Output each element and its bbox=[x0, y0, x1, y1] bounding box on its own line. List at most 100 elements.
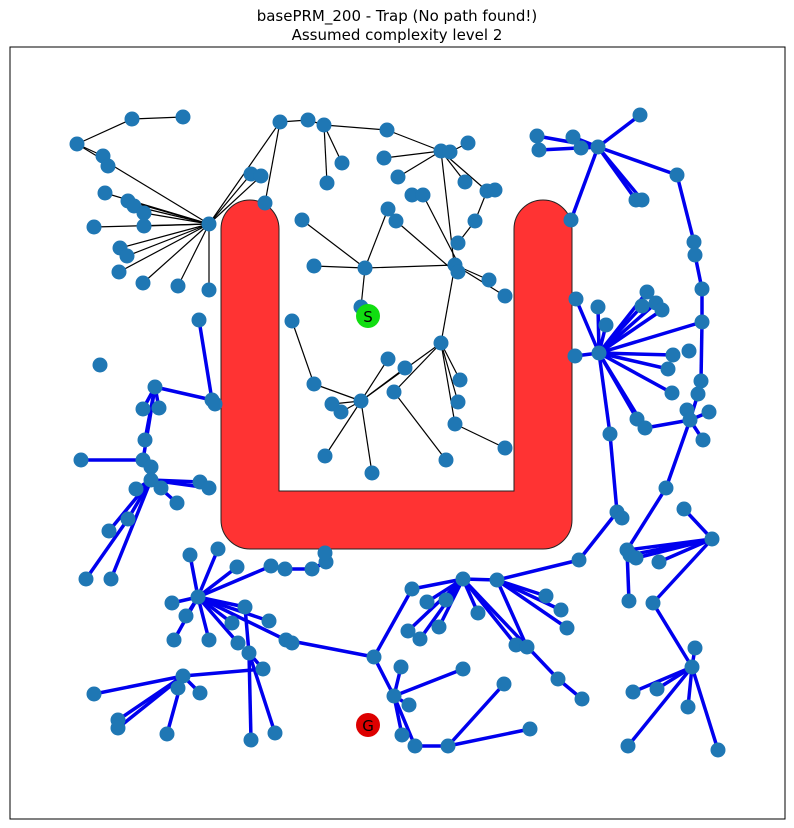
start-tree-edge bbox=[360, 367, 406, 402]
roadmap-edge bbox=[495, 579, 529, 648]
roadmap-node bbox=[694, 281, 710, 297]
roadmap-edge bbox=[598, 351, 673, 395]
roadmap-edge bbox=[597, 352, 612, 435]
roadmap-node bbox=[634, 298, 650, 314]
roadmap-node bbox=[97, 185, 113, 201]
roadmap-node bbox=[103, 571, 119, 587]
roadmap-node bbox=[676, 501, 692, 517]
start-tree-edge bbox=[264, 121, 281, 204]
roadmap-node bbox=[170, 680, 186, 696]
roadmap-node bbox=[380, 201, 396, 217]
roadmap-node bbox=[201, 282, 217, 298]
roadmap-node bbox=[319, 175, 335, 191]
roadmap-node bbox=[379, 122, 395, 138]
roadmap-node bbox=[169, 495, 185, 511]
start-tree-edge bbox=[440, 264, 456, 344]
roadmap-node bbox=[386, 688, 402, 704]
start-tree-edge bbox=[313, 265, 366, 269]
start-tree-edge bbox=[454, 423, 506, 449]
roadmap-edge bbox=[196, 548, 220, 598]
roadmap-node bbox=[404, 187, 420, 203]
roadmap-node bbox=[92, 357, 108, 373]
roadmap-node bbox=[86, 686, 102, 702]
roadmap-node bbox=[680, 699, 696, 715]
roadmap-edge bbox=[496, 578, 568, 630]
roadmap-edge bbox=[651, 537, 714, 605]
roadmap-node bbox=[590, 299, 606, 315]
roadmap-edge bbox=[690, 666, 720, 751]
roadmap-node bbox=[386, 384, 402, 400]
start-tree-edge bbox=[364, 264, 456, 269]
start-tree-edge bbox=[360, 400, 373, 474]
roadmap-edge bbox=[577, 510, 619, 562]
roadmap-edge bbox=[574, 298, 601, 354]
roadmap-node bbox=[665, 347, 681, 363]
roadmap-node bbox=[143, 472, 159, 488]
roadmap-node bbox=[568, 291, 584, 307]
roadmap-node bbox=[438, 452, 454, 468]
roadmap-node bbox=[450, 264, 466, 280]
roadmap-node bbox=[243, 732, 259, 748]
goal-label: G bbox=[362, 717, 374, 735]
roadmap-node bbox=[317, 545, 333, 561]
roadmap-node bbox=[306, 376, 322, 392]
roadmap-edge bbox=[461, 577, 560, 681]
roadmap-nodes bbox=[69, 107, 726, 758]
roadmap-node bbox=[263, 558, 279, 574]
roadmap-node bbox=[175, 109, 191, 125]
roadmap-edge bbox=[597, 145, 678, 177]
roadmap-node bbox=[664, 385, 680, 401]
roadmap-node bbox=[376, 150, 392, 166]
roadmap-node bbox=[519, 639, 535, 655]
roadmap-node bbox=[625, 684, 641, 700]
roadmap-node bbox=[137, 432, 153, 448]
roadmap-node bbox=[455, 661, 471, 677]
roadmap-node bbox=[419, 594, 435, 610]
start-label: S bbox=[363, 308, 373, 326]
start-tree-edge bbox=[395, 220, 456, 273]
roadmap-edge bbox=[141, 386, 157, 461]
roadmap-edges bbox=[81, 113, 720, 751]
roadmap-edge bbox=[496, 558, 580, 582]
roadmap-node bbox=[147, 379, 163, 395]
roadmap-node bbox=[412, 631, 428, 647]
roadmap-node bbox=[201, 480, 217, 496]
roadmap-node bbox=[135, 275, 151, 291]
roadmap-node bbox=[669, 167, 685, 183]
roadmap-node bbox=[401, 697, 417, 713]
roadmap-node bbox=[628, 550, 644, 566]
roadmap-node bbox=[645, 595, 661, 611]
roadmap-node bbox=[190, 589, 206, 605]
roadmap-node bbox=[447, 416, 463, 432]
roadmap-node bbox=[695, 432, 711, 448]
roadmap-node bbox=[598, 317, 614, 333]
roadmap-node bbox=[614, 510, 630, 526]
roadmap-node bbox=[201, 216, 217, 232]
start-tree-edge bbox=[393, 342, 442, 393]
roadmap-node bbox=[481, 272, 497, 288]
roadmap-node bbox=[237, 599, 253, 615]
roadmap-node bbox=[306, 258, 322, 274]
figure-title: basePRM_200 - Trap (No path found!) bbox=[256, 7, 538, 25]
roadmap-node bbox=[450, 394, 466, 410]
roadmap-node bbox=[182, 547, 198, 563]
roadmap-node bbox=[529, 128, 545, 144]
roadmap-node bbox=[651, 554, 667, 570]
roadmap-node bbox=[334, 155, 350, 171]
roadmap-node bbox=[390, 169, 406, 185]
roadmap-node bbox=[639, 284, 655, 300]
roadmap-node bbox=[380, 351, 396, 367]
roadmap-node bbox=[272, 114, 288, 130]
roadmap-node bbox=[470, 605, 486, 621]
roadmap-node bbox=[415, 187, 431, 203]
roadmap-node bbox=[694, 314, 710, 330]
roadmap-edge bbox=[596, 113, 642, 149]
roadmap-node bbox=[400, 623, 416, 639]
roadmap-node bbox=[284, 635, 300, 651]
roadmap-node bbox=[621, 593, 637, 609]
roadmap-node bbox=[407, 738, 423, 754]
roadmap-node bbox=[253, 168, 269, 184]
roadmap-node bbox=[191, 312, 207, 328]
roadmap-edge bbox=[658, 537, 713, 564]
